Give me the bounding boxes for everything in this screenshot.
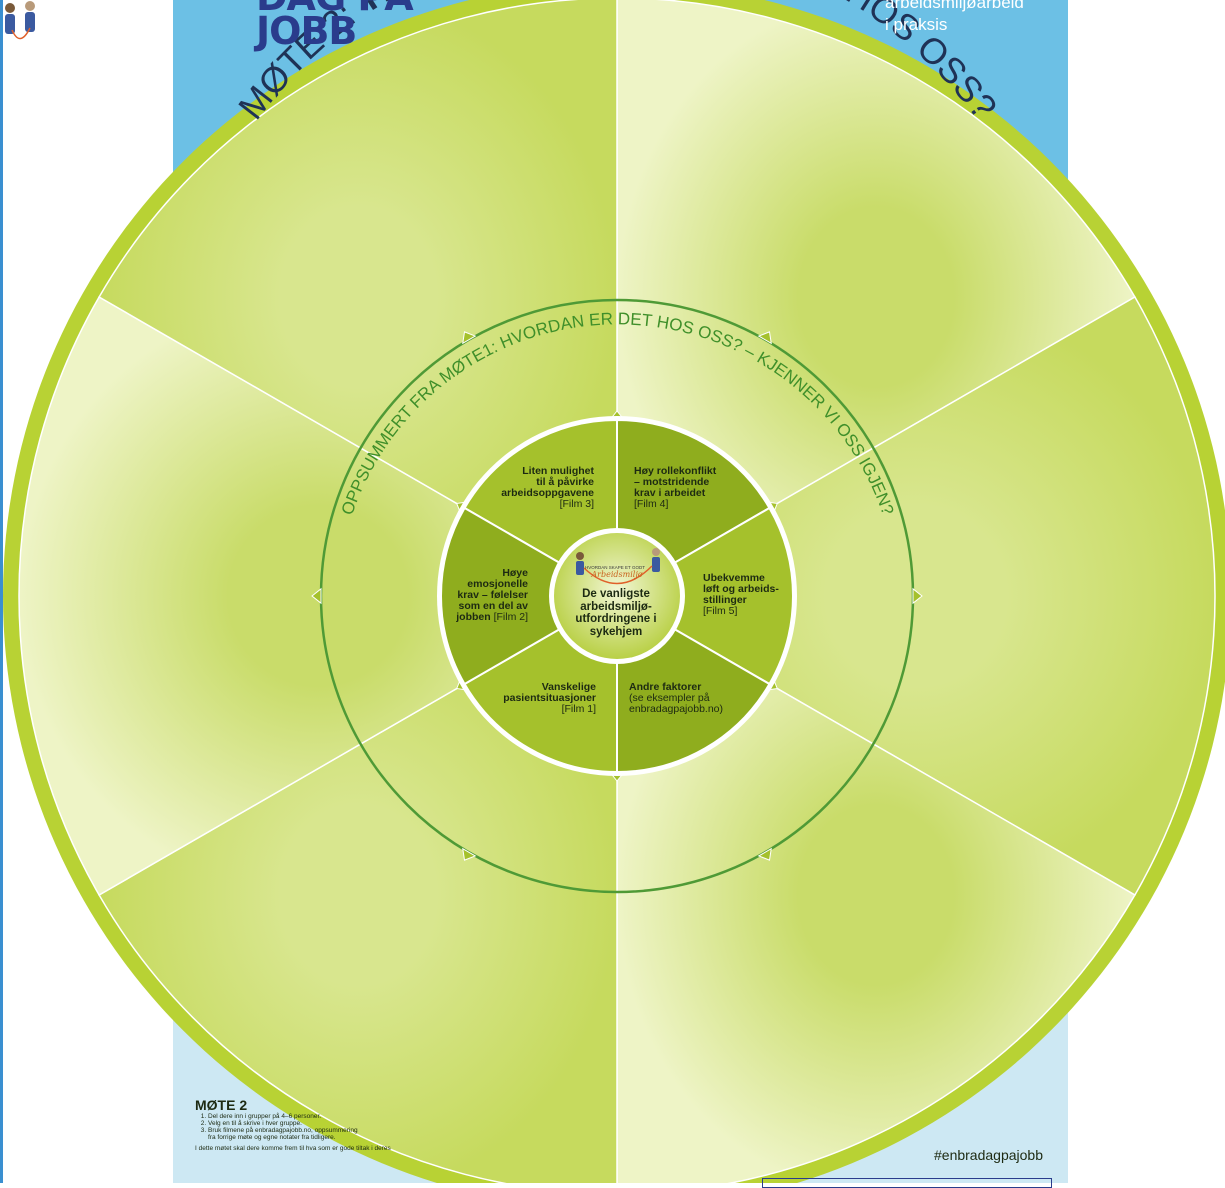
center-caption: HVORDAN SKAPE ET GODT	[585, 565, 645, 570]
ring-arrow	[462, 331, 477, 345]
outer-wedge	[98, 0, 618, 598]
inner-segment	[615, 506, 794, 686]
mote2-heading: MØTE 2	[195, 1097, 248, 1113]
mote2-step: Velg en til å skrive i hver gruppe.	[208, 1120, 358, 1127]
outer-wedge	[616, 594, 1136, 1183]
ring-arrow	[757, 331, 772, 345]
center-script: Arbeidsmiljø	[591, 570, 643, 579]
center-disc	[554, 533, 680, 659]
logo: DAG PÅ JOBB	[256, 0, 414, 53]
ring-arrow	[912, 587, 923, 605]
people-icon	[5, 1, 35, 40]
mote2-step: Del dere inn i grupper på 4–6 personer.	[208, 1113, 358, 1120]
segment-label-andre: Andre faktorer(se eksempler på enbradagp…	[629, 681, 723, 715]
outer-wedge	[616, 0, 1136, 598]
hashtag: #enbradagpajobb	[934, 1147, 1043, 1163]
ring-arrow	[757, 847, 772, 861]
ring-arrow	[311, 587, 322, 605]
mote2-note: I dette møtet skal dere komme frem til h…	[195, 1145, 391, 1152]
tagline: arbeidsmiljøarbeid i praksis	[885, 0, 1024, 34]
mote2-instructions: MØTE 2 Del dere inn i grupper på 4–6 per…	[195, 1097, 391, 1152]
people-illustration	[576, 548, 660, 585]
mote2-step: Bruk filmene på enbradagpajobb.no, oppsu…	[208, 1127, 358, 1141]
center-title: De vanligste arbeidsmiljø-utfordringene …	[575, 588, 657, 638]
bottom-box	[762, 1178, 1052, 1188]
inner-segment	[440, 506, 619, 686]
ring-arrow	[462, 847, 477, 861]
outer-wedge	[98, 594, 618, 1183]
